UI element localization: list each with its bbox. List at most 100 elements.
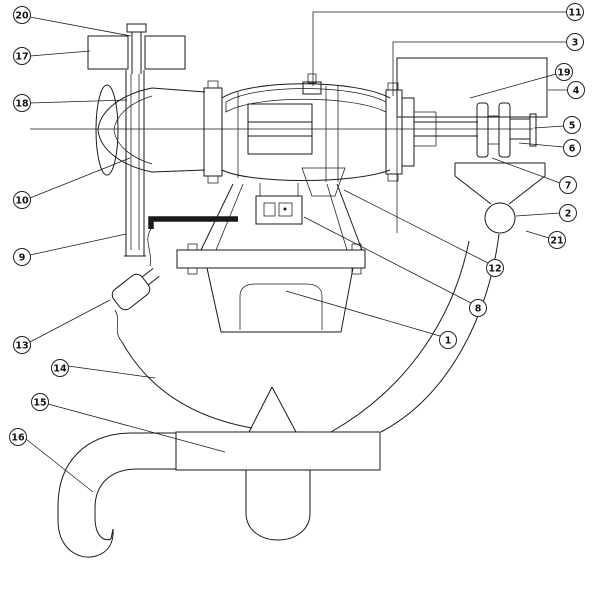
- callout-2: 2: [559, 204, 577, 222]
- callout-number: 11: [568, 8, 581, 19]
- callout-number: 5: [569, 121, 576, 132]
- pipe-outer-curve: [330, 240, 470, 433]
- callout-number: 3: [572, 38, 579, 49]
- casing-top-curve: [221, 83, 391, 99]
- callout-number: 21: [550, 236, 563, 247]
- feed-hopper: [454, 162, 546, 234]
- leader-line: [29, 99, 128, 104]
- callout-19: 19: [555, 63, 573, 81]
- suction-pipe: [124, 70, 146, 257]
- hopper-slant: [454, 175, 492, 205]
- pedestal-arch: [239, 283, 323, 330]
- leader-line: [47, 403, 226, 453]
- callout-circle: [566, 3, 584, 21]
- callout-9: 9: [13, 248, 31, 266]
- callout-circle: [9, 428, 27, 446]
- pedestal-side: [340, 267, 354, 333]
- callout-circle: [548, 231, 566, 249]
- flange-bolt: [207, 80, 219, 89]
- callout-number: 6: [569, 144, 576, 155]
- casing-bottom-curve: [221, 169, 391, 181]
- motor-front-flange: [203, 87, 223, 177]
- right-frame: [396, 57, 548, 233]
- callout-circle: [563, 139, 581, 157]
- callout-circle: [439, 331, 457, 349]
- cone-side: [248, 386, 273, 433]
- leader-line: [343, 189, 489, 264]
- callout-21: 21: [548, 231, 566, 249]
- callout-17: 17: [13, 47, 31, 65]
- base-bolt: [187, 243, 198, 251]
- lifting-lug: [302, 81, 322, 95]
- callout-6: 6: [563, 139, 581, 157]
- bell-top-join: [151, 87, 206, 93]
- stand-leg: [336, 183, 363, 251]
- motor-body: [203, 73, 415, 197]
- switch-box: [255, 183, 303, 225]
- callout-number: 17: [15, 52, 28, 63]
- bell-bottom-join: [151, 169, 206, 173]
- leader-line: [29, 157, 131, 199]
- bottom-outlet-pipe: [245, 470, 311, 541]
- leader-line: [525, 230, 550, 239]
- callout-circle: [486, 259, 504, 277]
- mains-plug: [111, 267, 160, 311]
- bearing-bracket: [301, 167, 346, 197]
- plug-body: [111, 273, 151, 311]
- callout-number: 20: [15, 11, 29, 22]
- callout-circle: [13, 94, 31, 112]
- callout-number: 9: [19, 253, 26, 264]
- callout-circle: [13, 47, 31, 65]
- callout-10: 10: [13, 191, 31, 209]
- callout-5: 5: [563, 116, 581, 134]
- callout-8: 8: [469, 299, 487, 317]
- shaft-assembly: [414, 102, 537, 158]
- bell-outer-curve: [97, 87, 153, 173]
- hopper-ball-valve: [484, 202, 516, 234]
- switch-dot: [283, 207, 287, 211]
- callout-circle: [566, 33, 584, 51]
- pedestal-side: [206, 267, 222, 333]
- callout-circle: [469, 299, 487, 317]
- bracket-right-block: [144, 35, 186, 70]
- pipe-inner-curve: [380, 233, 500, 433]
- coupling-disc: [498, 102, 511, 158]
- outlet-round-bottom: [245, 512, 311, 541]
- leader-line: [285, 290, 441, 337]
- rotor-shaft-band: [247, 121, 313, 137]
- callout-number: 1: [445, 336, 452, 347]
- suction-bell: [95, 84, 206, 176]
- flange-bolt: [207, 175, 219, 184]
- callout-12: 12: [486, 259, 504, 277]
- switch-housing: [255, 195, 303, 225]
- leader-line: [469, 73, 557, 99]
- support-stand: [176, 183, 366, 333]
- leader-line: [29, 50, 91, 57]
- top-mounting-bracket: [87, 23, 186, 74]
- elbow-outer: [57, 432, 176, 558]
- callout-circle: [13, 336, 31, 354]
- callout-circle: [559, 204, 577, 222]
- bell-inner-curve: [113, 95, 153, 165]
- elbow-inner: [94, 468, 176, 541]
- callout-number: 8: [475, 304, 482, 315]
- callout-14: 14: [51, 359, 69, 377]
- callout-15: 15: [31, 393, 49, 411]
- callout-circle: [13, 191, 31, 209]
- callout-number: 19: [557, 68, 570, 79]
- callout-13: 13: [13, 336, 31, 354]
- callout-16: 16: [9, 428, 27, 446]
- callout-number: 10: [15, 196, 29, 207]
- callout-1: 1: [439, 331, 457, 349]
- power-cord: [111, 216, 253, 429]
- switch-button: [263, 202, 276, 217]
- stator-band: [225, 88, 387, 113]
- callout-number: 18: [15, 99, 29, 110]
- callout-number: 15: [33, 398, 46, 409]
- callout-11: 11: [566, 3, 584, 21]
- coupling-hub: [487, 115, 500, 145]
- left-elbow-pipe: [57, 432, 176, 558]
- callout-20: 20: [13, 6, 31, 24]
- flange-bolt: [387, 173, 399, 182]
- motor-rear-flange: [385, 89, 403, 175]
